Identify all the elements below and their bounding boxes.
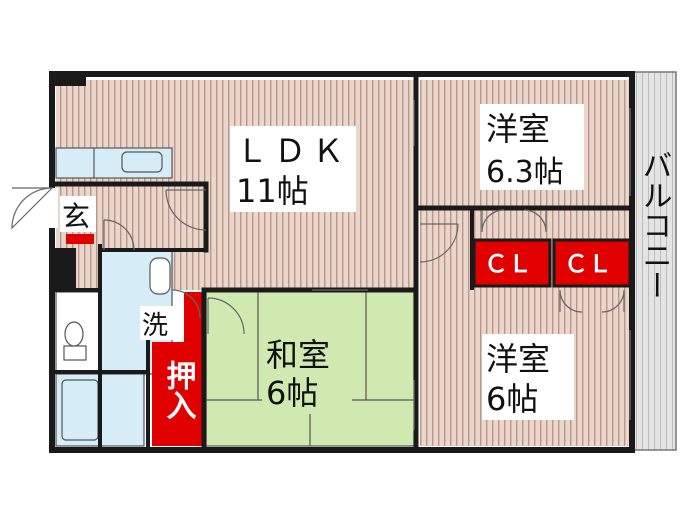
entrance-post [52, 248, 76, 290]
oshiire-closet [152, 342, 204, 446]
ldk-name: ＬＤＫ [236, 132, 350, 170]
entrance-door[interactable] [11, 187, 54, 230]
japanese-label-bg [262, 334, 352, 414]
washroom-label: 洗 [142, 311, 168, 341]
western-2-name: 洋室 [486, 340, 550, 378]
entrance-mat [66, 234, 94, 244]
closet-1-label: ＣＬ [484, 250, 532, 278]
toilet-icon [63, 321, 87, 361]
hall-floor [100, 186, 206, 246]
doors[interactable] [103, 100, 625, 430]
balcony-area [631, 71, 677, 451]
oshiire-label: 押入 [161, 360, 197, 420]
walls [49, 71, 635, 453]
western-1-label-bg [480, 104, 584, 190]
kitchen-counter [55, 147, 173, 179]
wall-post [52, 74, 86, 86]
bathtub [61, 379, 99, 441]
oshiire-upper [184, 292, 204, 342]
western-1-size: 6.3帖 [486, 155, 564, 190]
washroom-label-bg [140, 306, 174, 340]
western-1-name: 洋室 [486, 110, 550, 148]
washbasin [149, 257, 171, 295]
western-2-label-bg [482, 334, 574, 420]
ldk-label-bg [230, 126, 356, 212]
entrance-opening [48, 188, 58, 228]
entrance-label: 玄 [62, 200, 90, 233]
japanese-name: 和室 [266, 336, 330, 374]
ldk-size: 11帖 [236, 172, 309, 210]
closet-2 [552, 238, 632, 288]
balcony-label: バルコニー [637, 150, 672, 300]
japanese-size: 6帖 [266, 374, 318, 412]
entrance-label-bg [60, 196, 96, 232]
western-2-size: 6帖 [486, 380, 538, 418]
closet-2-label: ＣＬ [564, 250, 612, 278]
corridor-floor [172, 246, 212, 290]
